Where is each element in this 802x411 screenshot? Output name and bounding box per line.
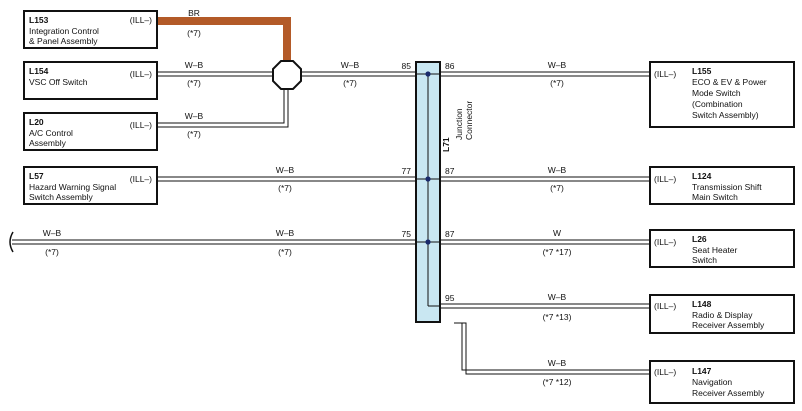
component-l148: (ILL–) L148 Radio & Display Receiver Ass…	[649, 294, 795, 334]
svg-text:(ILL–): (ILL–)	[654, 301, 676, 311]
wire-l57-to-junction	[157, 176, 416, 182]
component-l153: L153 (ILL–) Integration Control & Panel …	[23, 10, 158, 49]
svg-text:L153: L153	[29, 15, 49, 25]
wire-color-ext2: W–B	[276, 228, 295, 238]
junction-node-1	[425, 71, 431, 77]
wire-note-splice: (*7)	[343, 78, 357, 88]
pin-95: 95	[445, 293, 455, 303]
svg-text:Main Switch: Main Switch	[692, 192, 738, 202]
svg-text:L147: L147	[692, 366, 712, 376]
wire-note-l148: (*7 *13)	[543, 312, 572, 322]
pin-77: 77	[402, 166, 412, 176]
wire-l154-to-splice	[157, 71, 272, 77]
wire-color-l154: W–B	[185, 60, 204, 70]
wire-color-l57: W–B	[276, 165, 295, 175]
wire-note-br: (*7)	[187, 28, 201, 38]
wire-color-l147: W–B	[548, 358, 567, 368]
svg-text:Hazard Warning Signal: Hazard Warning Signal	[29, 182, 116, 192]
svg-text:L148: L148	[692, 299, 712, 309]
svg-text:VSC Off Switch: VSC Off Switch	[29, 77, 88, 87]
svg-text:Switch Assembly): Switch Assembly)	[692, 110, 759, 120]
junction-node-2	[425, 176, 431, 182]
wire-note-l57: (*7)	[278, 183, 292, 193]
svg-text:Receiver Assembly: Receiver Assembly	[692, 388, 765, 398]
wire-note-l147: (*7 *12)	[543, 377, 572, 387]
component-l124: (ILL–) L124 Transmission Shift Main Swit…	[649, 166, 795, 205]
wire-junction-to-l26	[440, 239, 650, 245]
junction-name-1: Junction	[454, 108, 464, 140]
wire-color-l155: W–B	[548, 60, 567, 70]
svg-text:(ILL–): (ILL–)	[130, 69, 152, 79]
svg-text:Mode Switch: Mode Switch	[692, 88, 741, 98]
component-l155: (ILL–) L155 ECO & EV & Power Mode Switch…	[649, 61, 795, 128]
wire-junction-to-l147	[454, 322, 650, 375]
junction-node-3	[425, 239, 431, 245]
br-wire	[157, 17, 291, 66]
svg-text:(ILL–): (ILL–)	[654, 69, 676, 79]
pin-87-a: 87	[445, 166, 455, 176]
junction-connector-l71	[415, 61, 441, 323]
wire-note-l20: (*7)	[187, 129, 201, 139]
wire-note-l26: (*7 *17)	[543, 247, 572, 257]
wire-color-l148: W–B	[548, 292, 567, 302]
wire-l20-to-splice	[157, 86, 289, 128]
component-l26: (ILL–) L26 Seat Heater Switch	[649, 229, 795, 268]
component-l20: L20 (ILL–) A/C Control Assembly	[23, 112, 158, 151]
svg-text:(ILL–): (ILL–)	[130, 120, 152, 130]
wire-color-ext1: W–B	[43, 228, 62, 238]
wire-note-l124: (*7)	[550, 183, 564, 193]
component-l57: L57 (ILL–) Hazard Warning Signal Switch …	[23, 166, 158, 205]
svg-text:A/C Control: A/C Control	[29, 128, 73, 138]
splice-point	[272, 60, 302, 90]
svg-text:(ILL–): (ILL–)	[130, 15, 152, 25]
junction-code: L71	[441, 137, 451, 152]
svg-text:L57: L57	[29, 171, 44, 181]
svg-text:& Panel Assembly: & Panel Assembly	[29, 36, 98, 46]
wire-note-ext1: (*7)	[45, 247, 59, 257]
wire-note-l154: (*7)	[187, 78, 201, 88]
svg-text:Transmission Shift: Transmission Shift	[692, 182, 762, 192]
svg-text:Switch: Switch	[692, 255, 717, 265]
component-l154: L154 (ILL–) VSC Off Switch	[23, 61, 158, 100]
svg-text:Switch Assembly: Switch Assembly	[29, 192, 94, 202]
svg-text:L154: L154	[29, 66, 49, 76]
svg-text:Navigation: Navigation	[692, 377, 732, 387]
svg-text:(ILL–): (ILL–)	[130, 174, 152, 184]
svg-text:L20: L20	[29, 117, 44, 127]
wire-color-l26: W	[553, 228, 561, 238]
wire-junction-to-l148	[440, 303, 650, 309]
svg-text:ECO & EV & Power: ECO & EV & Power	[692, 77, 767, 87]
svg-text:Seat Heater: Seat Heater	[692, 245, 738, 255]
component-l147: (ILL–) L147 Navigation Receiver Assembly	[649, 360, 795, 404]
wire-color-l124: W–B	[548, 165, 567, 175]
wire-splice-to-junction	[302, 71, 416, 77]
wire-color-splice: W–B	[341, 60, 360, 70]
svg-text:Receiver Assembly: Receiver Assembly	[692, 320, 765, 330]
svg-text:L26: L26	[692, 234, 707, 244]
svg-text:(Combination: (Combination	[692, 99, 743, 109]
wire-color-br: BR	[188, 8, 200, 18]
wire-junction-to-l124	[440, 176, 650, 182]
wire-color-l20: W–B	[185, 111, 204, 121]
pin-86: 86	[445, 61, 455, 71]
svg-text:L124: L124	[692, 171, 712, 181]
wire-note-ext2: (*7)	[278, 247, 292, 257]
svg-text:Radio & Display: Radio & Display	[692, 310, 753, 320]
wire-junction-to-l155	[440, 71, 650, 77]
svg-text:L155: L155	[692, 66, 712, 76]
pin-87-b: 87	[445, 229, 455, 239]
svg-text:Integration Control: Integration Control	[29, 26, 99, 36]
junction-name-2: Connector	[464, 101, 474, 140]
pin-75: 75	[402, 229, 412, 239]
wire-note-l155: (*7)	[550, 78, 564, 88]
wire-external-to-junction	[9, 231, 416, 253]
svg-text:Assembly: Assembly	[29, 138, 67, 148]
svg-text:(ILL–): (ILL–)	[654, 237, 676, 247]
pin-85: 85	[402, 61, 412, 71]
svg-text:(ILL–): (ILL–)	[654, 174, 676, 184]
svg-text:(ILL–): (ILL–)	[654, 367, 676, 377]
